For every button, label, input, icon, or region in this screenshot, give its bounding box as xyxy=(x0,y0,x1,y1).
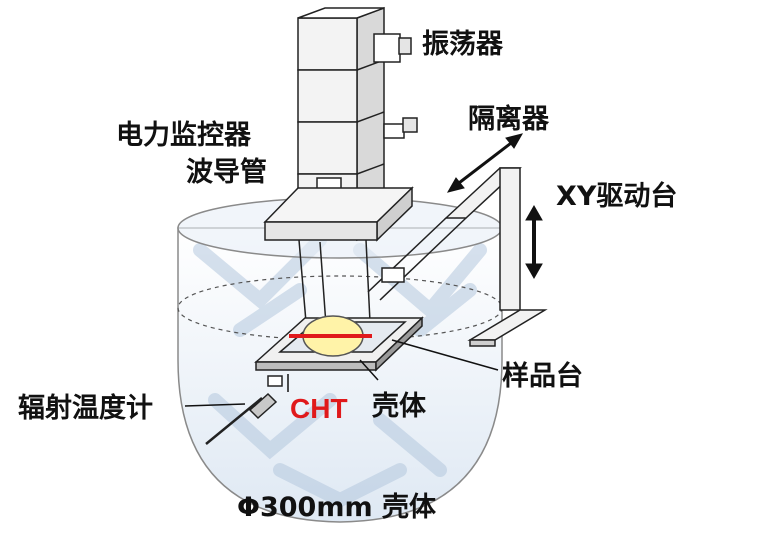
base-plate xyxy=(263,186,414,242)
label-oscillator: 振荡器 xyxy=(422,29,503,60)
label-power-monitor: 电力监控器 xyxy=(116,120,251,151)
label-isolator: 隔离器 xyxy=(468,104,549,135)
label-radiation-thermometer: 辐射温度计 xyxy=(18,393,153,424)
label-waveguide: 波导管 xyxy=(186,157,267,188)
support-rods xyxy=(298,239,371,326)
label-cht: CHT xyxy=(290,393,348,424)
xy-stage xyxy=(367,167,548,347)
vertical-arrow xyxy=(525,204,543,280)
label-phi-shell: Φ300mm 壳体 xyxy=(237,492,436,523)
label-sample-stage: 样品台 xyxy=(502,361,583,392)
sample-stage-tray xyxy=(254,315,424,387)
label-shell: 壳体 xyxy=(372,391,426,422)
leader-lines xyxy=(184,339,499,407)
thermometer-probe xyxy=(205,392,278,445)
label-xy-stage: XY驱动台 xyxy=(556,181,678,212)
isolator-arrow xyxy=(446,133,524,193)
